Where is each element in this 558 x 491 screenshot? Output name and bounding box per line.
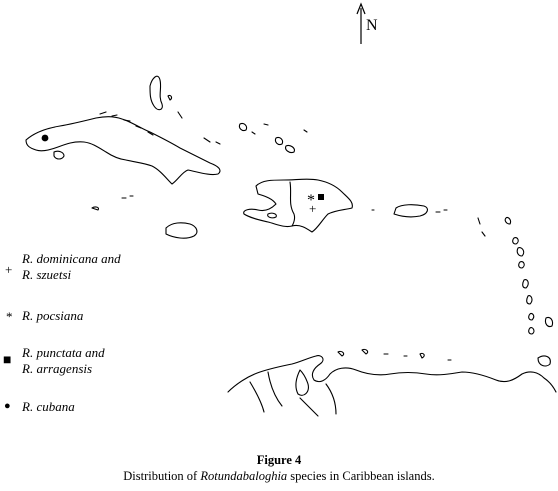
caption-genus: Rotundabaloghia (200, 469, 288, 483)
legend-text: R. dominicana and (22, 251, 121, 266)
lake-maracaibo (295, 369, 309, 396)
square-marker: ■ (3, 353, 12, 368)
gonave-island (267, 212, 277, 219)
plus-marker: + (5, 262, 13, 277)
south-america-coast (227, 355, 557, 393)
plus-marker: + (309, 201, 316, 216)
legend-text: R. cubana (22, 399, 75, 414)
bahamas-islands (167, 94, 308, 154)
legend-entry-punctata: R. punctata and R. arragensis (22, 345, 105, 377)
cuba-keys (99, 111, 154, 136)
legend-text: R. szuetsi (22, 267, 72, 282)
asterisk-marker: * (307, 192, 315, 209)
north-label: N (366, 17, 378, 34)
figure-caption: Distribution of Rotundabaloghia species … (0, 469, 558, 484)
hispaniola-markers: * + (307, 192, 324, 216)
legend-entry-dominicana: R. dominicana and R. szuetsi (22, 251, 121, 283)
figure-title: Figure 4 (256, 453, 302, 467)
trinidad-island (537, 355, 551, 367)
asterisk-marker: * (6, 309, 13, 324)
legend-entry-cubana: R. cubana (22, 399, 75, 415)
legend-entry-pocsiana: R. pocsiana (22, 308, 83, 324)
bahamas-andros (149, 75, 163, 111)
rivers (249, 371, 337, 417)
caption-text-before: Distribution of (123, 469, 201, 483)
lesser-antilles (477, 216, 554, 335)
circle-marker: ● (4, 400, 11, 412)
abc-islands (337, 348, 452, 361)
jamaica-island (165, 222, 198, 239)
hispaniola-island (243, 178, 353, 233)
virgin-islands (371, 209, 448, 213)
haiti-dr-border (289, 181, 296, 227)
north-arrow (356, 2, 366, 44)
isla-juventud (53, 150, 65, 160)
puerto-rico-island (393, 204, 429, 218)
square-marker (318, 194, 324, 200)
cuba-island (25, 116, 221, 185)
caption-text-after: species in Caribbean islands. (287, 469, 435, 483)
legend-text: R. arragensis (22, 361, 93, 376)
legend-text: R. pocsiana (22, 308, 84, 323)
cayman-islands (91, 195, 134, 211)
legend-text: R. punctata and (22, 345, 105, 360)
circle-marker (41, 134, 49, 142)
